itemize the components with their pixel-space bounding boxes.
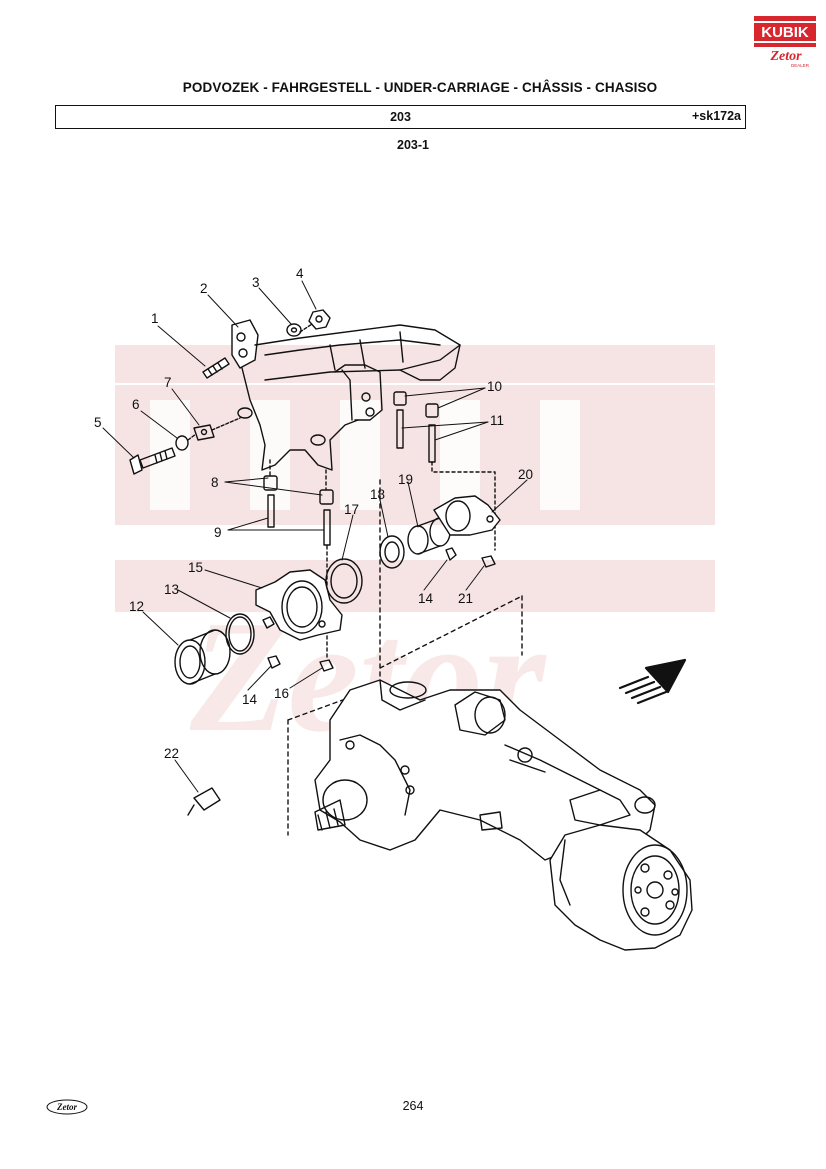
zetor-footer-logo: Zetor [46, 1099, 88, 1115]
bushing-part [319, 489, 334, 505]
callout-15: 15 [188, 560, 203, 575]
callout-10: 10 [487, 379, 502, 394]
bracket-part [231, 319, 461, 471]
callout-19: 19 [398, 472, 413, 487]
callout-14-left: 14 [242, 692, 258, 707]
section-code-box: 203 +sk172a [55, 105, 746, 129]
pin-part [267, 494, 275, 528]
stud-part [202, 357, 230, 379]
kubik-zetor-logo: KUBIK Zetor DEALER [754, 16, 816, 68]
leader-lines [102, 280, 528, 793]
callout-1: 1 [151, 311, 159, 326]
callout-22: 22 [164, 746, 179, 761]
bushing-part [393, 391, 407, 406]
callout-11: 11 [490, 413, 504, 428]
washer-part [175, 435, 189, 451]
washer-part [286, 323, 302, 337]
callout-4: 4 [296, 266, 304, 281]
grease-nipple-part [267, 655, 281, 669]
callout-2: 2 [200, 281, 208, 296]
callout-7: 7 [164, 375, 172, 390]
bearing-ring-part [174, 629, 231, 685]
nut-part [481, 555, 496, 568]
callout-14-right: 14 [418, 591, 434, 606]
bolt-part [129, 447, 176, 475]
reference-code: +sk172a [691, 109, 741, 123]
callout-12: 12 [129, 599, 144, 614]
callout-20: 20 [518, 467, 533, 482]
grease-nipple-part [445, 547, 457, 561]
subsection-number: 203-1 [397, 138, 429, 152]
bushing-part [425, 403, 439, 418]
ring-part [325, 558, 363, 604]
callout-13: 13 [164, 582, 179, 597]
seal-ring-part [225, 613, 255, 655]
callout-18: 18 [370, 487, 385, 502]
footer-logo-text: Zetor [56, 1102, 77, 1112]
nut-part [319, 659, 334, 672]
callout-16: 16 [274, 686, 289, 701]
pin-part [323, 509, 331, 546]
bearing-housing-part [433, 495, 501, 536]
pin-part [428, 424, 436, 463]
bushing-part [263, 475, 278, 491]
logo-zetor-text: Zetor [769, 49, 802, 64]
callout-5: 5 [94, 415, 102, 430]
callout-3: 3 [252, 275, 260, 290]
callout-9: 9 [214, 525, 222, 540]
logo-dealer-text: DEALER [791, 63, 810, 68]
front-axle-assembly [314, 679, 693, 951]
callout-8: 8 [211, 475, 219, 490]
section-number: 203 [390, 110, 411, 124]
plate-part [193, 424, 215, 441]
callout-21: 21 [458, 591, 473, 606]
page-number: 264 [402, 1099, 424, 1113]
pin-part [396, 409, 404, 449]
callout-labels: 1 2 3 4 5 6 7 8 9 10 11 12 13 14 14 15 1… [94, 266, 533, 761]
page-title: PODVOZEK - FAHRGESTELL - UNDER-CARRIAGE … [182, 80, 658, 95]
nut-part [308, 309, 331, 330]
bearing-housing-part [255, 569, 343, 641]
callout-6: 6 [132, 397, 140, 412]
direction-arrow [618, 658, 687, 705]
sensor-part [187, 787, 221, 816]
logo-text: KUBIK [761, 24, 809, 41]
callout-17: 17 [344, 502, 359, 517]
